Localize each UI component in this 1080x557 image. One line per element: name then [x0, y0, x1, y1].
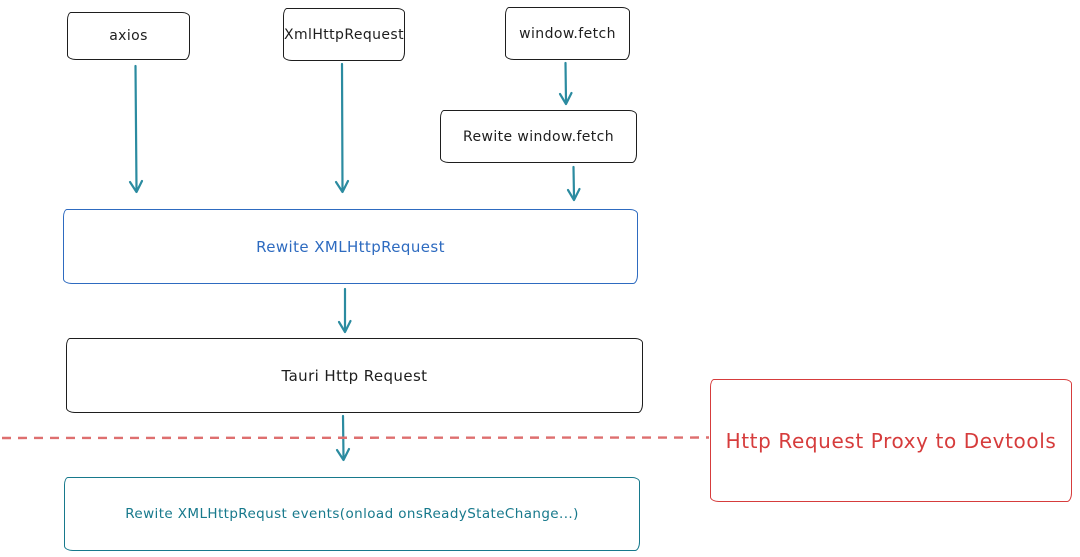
node-tauri-http-request-label: Tauri Http Request — [281, 366, 428, 385]
node-xmlhttprequest-label: XmlHttpRequest — [284, 26, 404, 43]
node-rewrite-window-fetch-label: Rewite window.fetch — [462, 128, 615, 145]
arrow-axios-to-rewrite-xhr — [128, 64, 144, 194]
arrow-window-fetch-to-rewrite-fetch — [558, 61, 573, 106]
arrow-rewrite-fetch-to-rewrite-xhr — [566, 165, 581, 202]
node-proxy-to-devtools: Http Request Proxy to Devtools — [710, 379, 1072, 502]
node-rewrite-xmlhttprequest-label: Rewite XMLHttpRequest — [256, 237, 445, 256]
node-axios: axios — [67, 12, 190, 60]
node-window-fetch: window.fetch — [505, 7, 630, 60]
arrow-rewrite-xhr-to-tauri — [337, 287, 352, 334]
node-proxy-to-devtools-label: Http Request Proxy to Devtools — [725, 428, 1057, 453]
arrow-xmlhttprequest-to-rewrite-xhr — [334, 62, 350, 194]
arrow-tauri-to-events — [335, 414, 351, 462]
node-rewrite-window-fetch: Rewite window.fetch — [440, 110, 637, 163]
node-tauri-http-request: Tauri Http Request — [66, 338, 643, 413]
node-rewrite-xhr-events: Rewite XMLHttpRequst events(onload onsRe… — [64, 477, 640, 551]
node-xmlhttprequest: XmlHttpRequest — [283, 8, 405, 61]
node-rewrite-xmlhttprequest: Rewite XMLHttpRequest — [63, 209, 638, 284]
node-rewrite-xhr-events-label: Rewite XMLHttpRequst events(onload onsRe… — [125, 506, 579, 522]
proxy-boundary-dashed-line — [1, 436, 710, 440]
node-window-fetch-label: window.fetch — [519, 25, 616, 42]
node-axios-label: axios — [109, 28, 148, 44]
